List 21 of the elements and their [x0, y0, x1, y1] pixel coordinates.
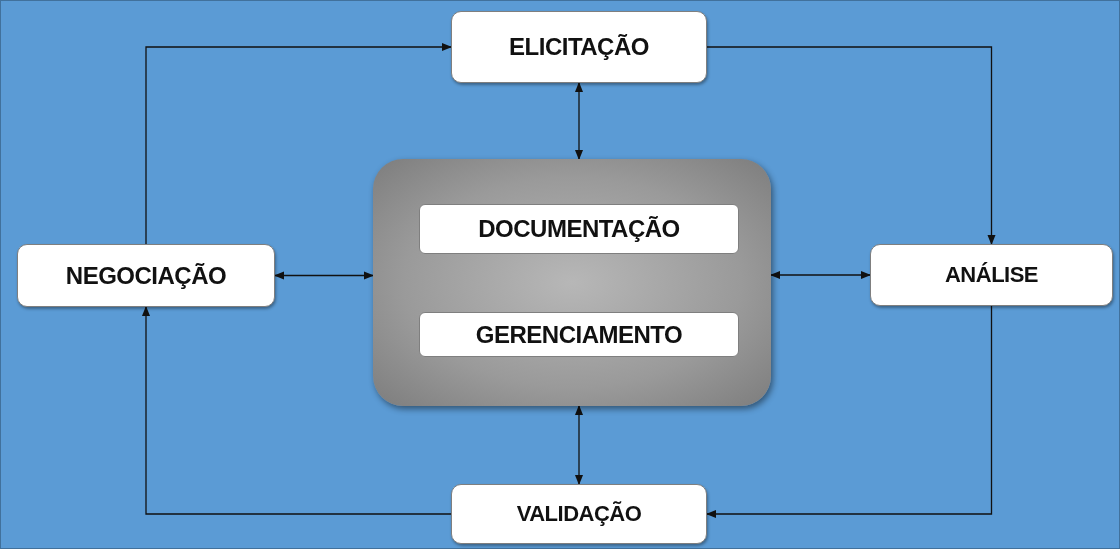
process-box	[419, 312, 739, 357]
process-box	[870, 244, 1113, 306]
arrow	[705, 305, 993, 519]
node-label: GERENCIAMENTO	[475, 320, 683, 349]
arrow	[141, 305, 452, 515]
rounded-container	[373, 159, 771, 406]
arrow	[273, 271, 375, 280]
arrow	[706, 46, 996, 246]
node-label: VALIDAÇÃO	[516, 501, 642, 527]
arrow	[769, 270, 872, 280]
process-box	[451, 484, 707, 544]
node-label: NEGOCIAÇÃO	[65, 261, 227, 290]
node-label: ELICITAÇÃO	[509, 33, 649, 61]
process-box	[419, 204, 739, 254]
node-label: ANÁLISE	[944, 262, 1039, 288]
arrow	[574, 404, 584, 486]
process-box	[17, 244, 275, 307]
process-box	[451, 11, 707, 83]
arrow	[145, 42, 453, 245]
node-label: DOCUMENTAÇÃO	[478, 215, 680, 243]
arrow	[574, 81, 584, 161]
